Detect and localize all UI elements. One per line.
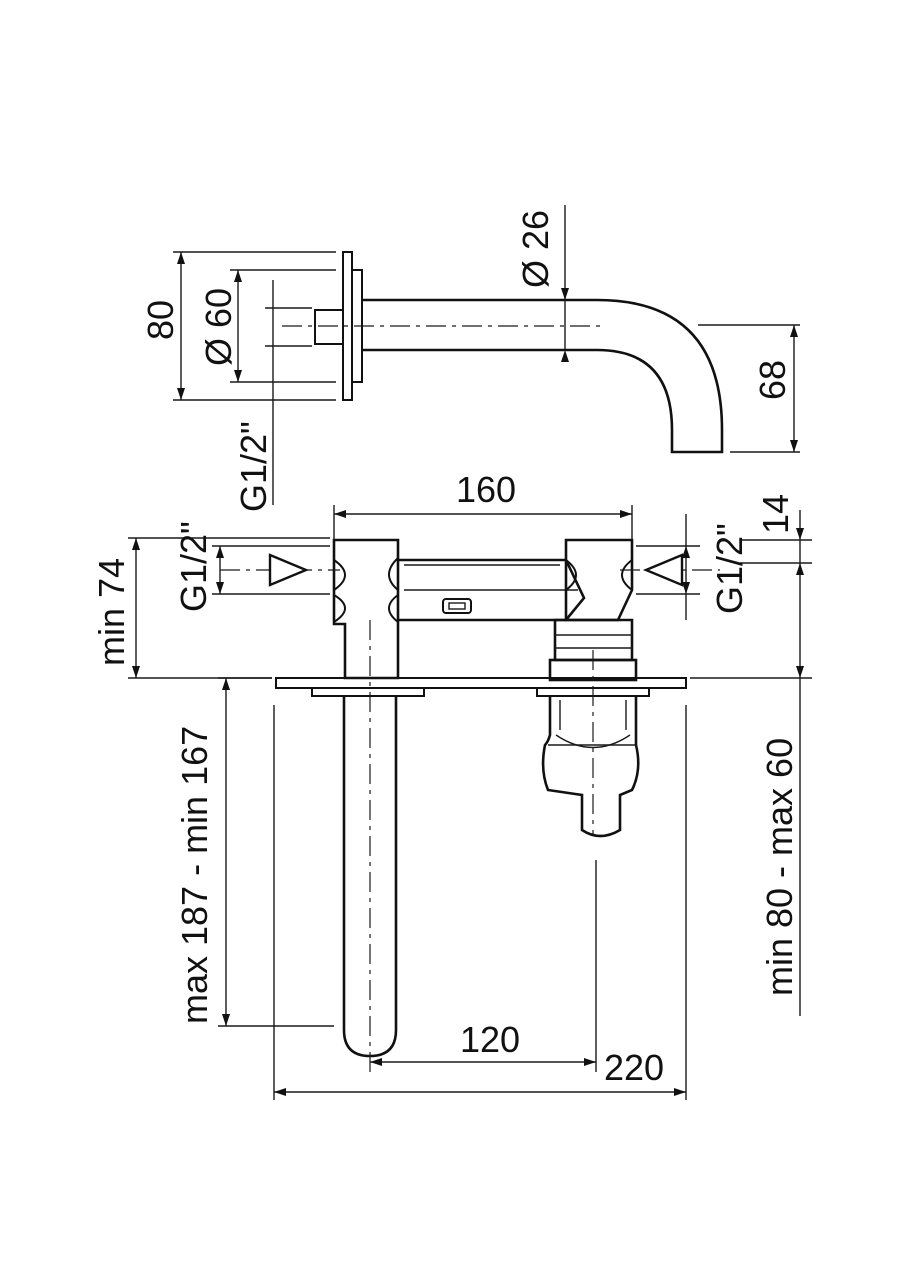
top-thread-label: G1/2": [233, 421, 274, 512]
plate-height-label: 80: [140, 300, 181, 340]
right-valve-body: [564, 538, 634, 622]
left-flange: [311, 687, 425, 697]
body-width-label: 160: [456, 469, 516, 510]
min-height-label: min 74: [91, 558, 132, 666]
spout-drop-label: 68: [752, 360, 793, 400]
plate-diameter-label: Ø 60: [198, 288, 239, 366]
spout-pipe: [362, 298, 724, 454]
right-thread-label: G1/2": [709, 523, 750, 614]
mixer-body-view: [128, 505, 812, 1100]
right-cartridge-body: [541, 696, 640, 838]
right-depth-label: min 80 - max 60: [759, 738, 800, 996]
logo-badge: [442, 598, 472, 614]
left-inlet-arrow: [268, 553, 310, 587]
connector-stub: [314, 309, 344, 345]
base-plate: [275, 677, 687, 689]
center-distance-label: 120: [460, 1019, 520, 1060]
left-depth-label: max 187 - min 167: [174, 726, 215, 1024]
plate-width-label: 220: [604, 1047, 664, 1088]
spout-diameter-label: Ø 26: [515, 210, 556, 288]
mixer-crossbar: [398, 558, 586, 622]
left-thread-label: G1/2": [173, 521, 214, 612]
spout-side-view: [173, 205, 800, 505]
right-inlet-arrow: [642, 553, 684, 587]
body-height-label: 14: [755, 494, 796, 534]
